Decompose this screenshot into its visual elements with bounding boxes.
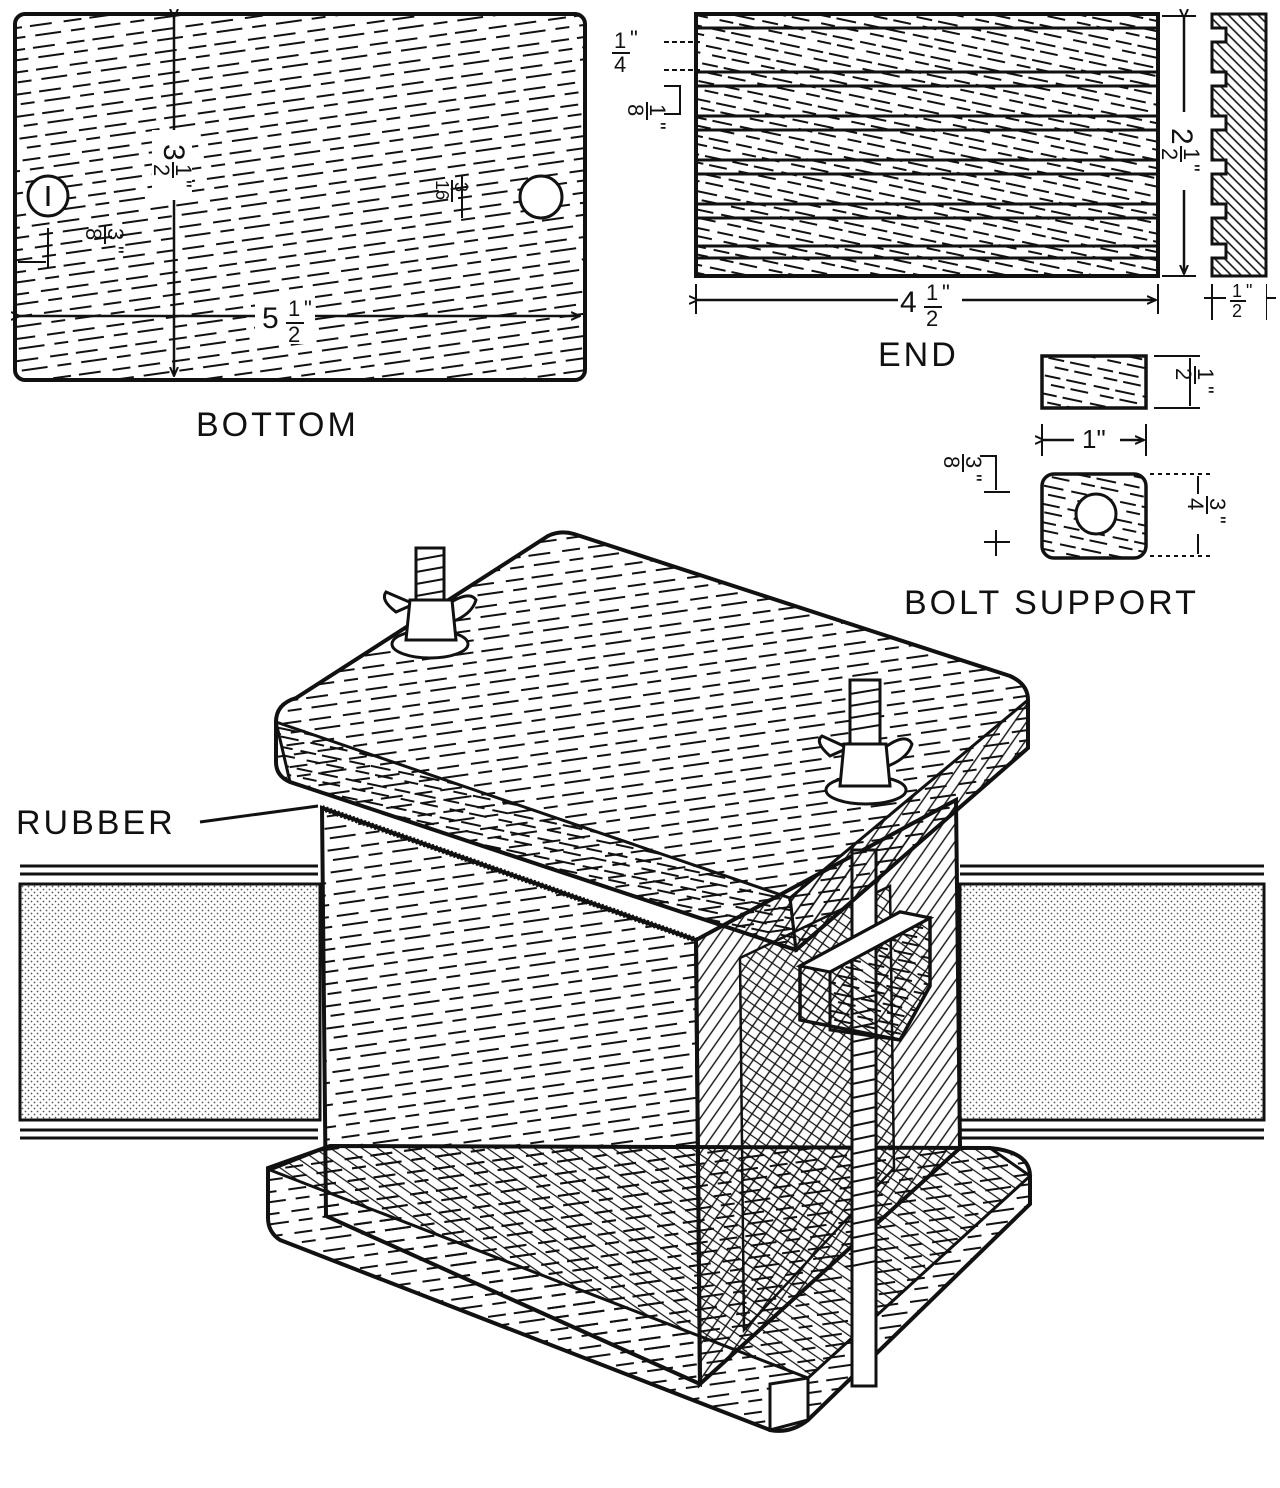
end-thickness-dimension: 1 2 " (1226, 282, 1266, 324)
end-height-mark: " (1179, 164, 1204, 172)
support-length-dimension: 1" (1082, 424, 1106, 454)
bottom-hole-dia-dimension: 3 16 (432, 178, 471, 218)
end-groove-depth-num: 1 (645, 104, 670, 117)
end-groove-width-dimension: 1 4 " (608, 28, 648, 78)
end-groove-width-den: 4 (614, 52, 627, 77)
bottom-hole-offset-dimension: 3 8 " (81, 224, 128, 264)
end-length-whole: 4 (900, 286, 917, 319)
end-thickness-mark: " (1246, 281, 1253, 301)
bottom-view (13, 12, 587, 382)
support-height-den: 4 (1183, 498, 1208, 511)
support-thickness-num: 1 (1193, 368, 1218, 381)
support-height-mark: " (1205, 516, 1230, 524)
support-thickness-mark: " (1193, 386, 1218, 394)
support-hole-offset-num: 3 (961, 456, 986, 469)
rubber-leader (199, 804, 319, 824)
end-groove-width-mark: " (630, 26, 638, 51)
end-label: END (878, 336, 959, 374)
end-board (694, 12, 1160, 278)
end-length-den: 2 (926, 306, 939, 331)
bottom-width-num: 1 (171, 164, 196, 177)
support-thickness-den: 2 (1171, 368, 1196, 381)
bottom-width-den: 2 (149, 164, 174, 177)
end-height-dimension: 2 1 2 " (1157, 128, 1204, 176)
bottom-width-whole: 3 (157, 144, 190, 161)
end-height-num: 1 (1179, 148, 1204, 161)
support-hole (1074, 492, 1118, 536)
end-thickness-den: 2 (1232, 301, 1243, 321)
support-thickness-dimension: 1 2 " (1171, 364, 1218, 404)
end-length-num: 1 (926, 280, 939, 305)
bottom-hole-offset-den: 8 (81, 228, 106, 241)
support-height-dimension: 3 4 " (1183, 494, 1230, 534)
bottom-width-dimension: 3 1 2 " (149, 144, 196, 192)
rubber-label: RUBBER (16, 804, 176, 842)
bottom-width-mark: " (171, 180, 196, 188)
bottom-hole-right (518, 174, 564, 220)
end-length-mark: " (942, 280, 950, 305)
press-pictorial (18, 530, 1266, 1433)
end-groove-depth-dimension: 1 8 " (623, 100, 670, 140)
end-groove-depth-mark: " (645, 122, 670, 130)
end-section (1210, 12, 1268, 278)
support-hole-offset-mark: " (961, 474, 986, 482)
bolt-support-label: BOLT SUPPORT (904, 584, 1199, 622)
paper-strip (18, 864, 1266, 1140)
bottom-hole-offset-mark: " (103, 246, 128, 254)
bottom-board (13, 12, 587, 382)
support-hole-offset-dimension: 3 8 " (939, 452, 986, 492)
support-hole-offset-den: 8 (939, 456, 964, 469)
end-groove-depth-den: 8 (623, 104, 648, 117)
bottom-length-num: 1 (288, 296, 301, 321)
wing-nut-right (817, 678, 914, 806)
bottom-length-den: 2 (288, 322, 301, 347)
end-groove-width-num: 1 (614, 28, 627, 53)
end-height-den: 2 (1157, 148, 1182, 161)
bottom-length-whole: 5 (262, 302, 279, 335)
support-height-num: 3 (1205, 498, 1230, 511)
end-view (664, 14, 1276, 326)
bottom-hole-dia-den: 16 (432, 180, 452, 201)
bottom-hole-offset-num: 3 (103, 228, 128, 241)
bottom-length-mark: " (304, 296, 312, 321)
support-top-view (1040, 354, 1148, 410)
end-height-whole: 2 (1165, 128, 1198, 145)
end-thickness-num: 1 (1232, 281, 1243, 301)
bottom-label: BOTTOM (196, 406, 359, 444)
bolt-support-view (980, 354, 1210, 560)
bottom-hole-dia-num: 3 (451, 182, 471, 193)
wing-nut-left (382, 546, 478, 660)
